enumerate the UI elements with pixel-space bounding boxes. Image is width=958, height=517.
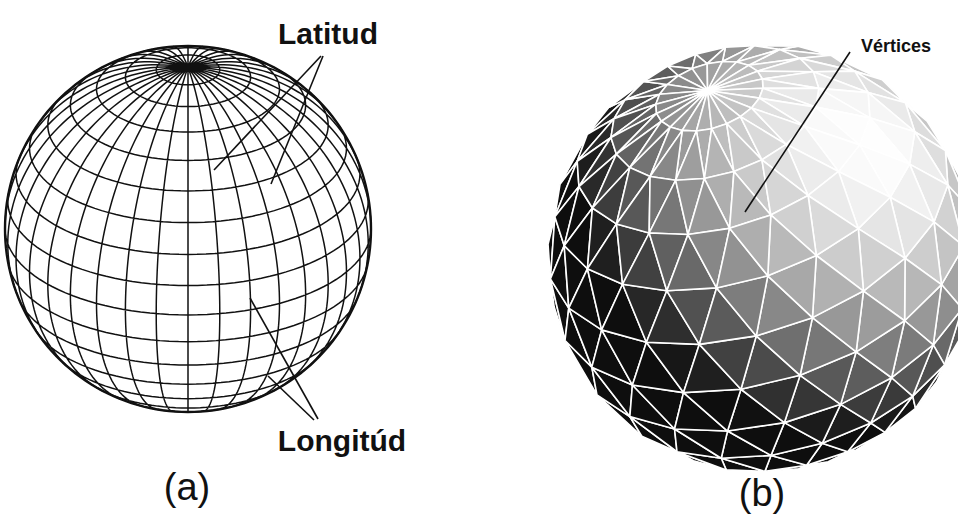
- mesh-facet: [757, 58, 813, 71]
- mesh-facet: [768, 215, 817, 276]
- mesh-facet: [650, 130, 682, 180]
- mesh-facet: [699, 336, 756, 389]
- leader-line: [745, 52, 850, 212]
- leader-line: [250, 298, 318, 419]
- leader-lines: [214, 52, 850, 420]
- mesh-facet: [856, 291, 904, 352]
- panel-letter: (a): [164, 467, 210, 509]
- leader-line: [268, 376, 314, 420]
- mesh-facet: [688, 179, 730, 235]
- wireframe-sphere: [5, 46, 371, 412]
- panel-letter: (b): [739, 473, 785, 515]
- mesh-facet: [812, 255, 863, 317]
- mesh-facet: [676, 131, 705, 180]
- mesh-facet: [708, 91, 727, 129]
- longitude-label: Longitúd: [278, 424, 406, 457]
- mesh-facet: [762, 79, 818, 88]
- mesh-facet: [616, 176, 650, 233]
- leader-line: [271, 56, 323, 184]
- graticule-lines: [5, 46, 371, 412]
- mesh-facet: [858, 229, 905, 291]
- latitude-label: Latitud: [278, 17, 378, 50]
- mesh-facet: [708, 71, 763, 90]
- mesh-facet: [905, 258, 942, 321]
- mesh-facet: [675, 429, 728, 458]
- faceted-sphere: [548, 45, 958, 472]
- mesh-facet: [684, 389, 741, 431]
- sphere-outline: [5, 46, 371, 412]
- mesh-facet: [704, 129, 734, 179]
- mesh-facet: [730, 215, 771, 276]
- vertex-label: Vértices: [861, 37, 931, 57]
- mesh-facet: [762, 72, 818, 89]
- leader-line: [214, 56, 321, 170]
